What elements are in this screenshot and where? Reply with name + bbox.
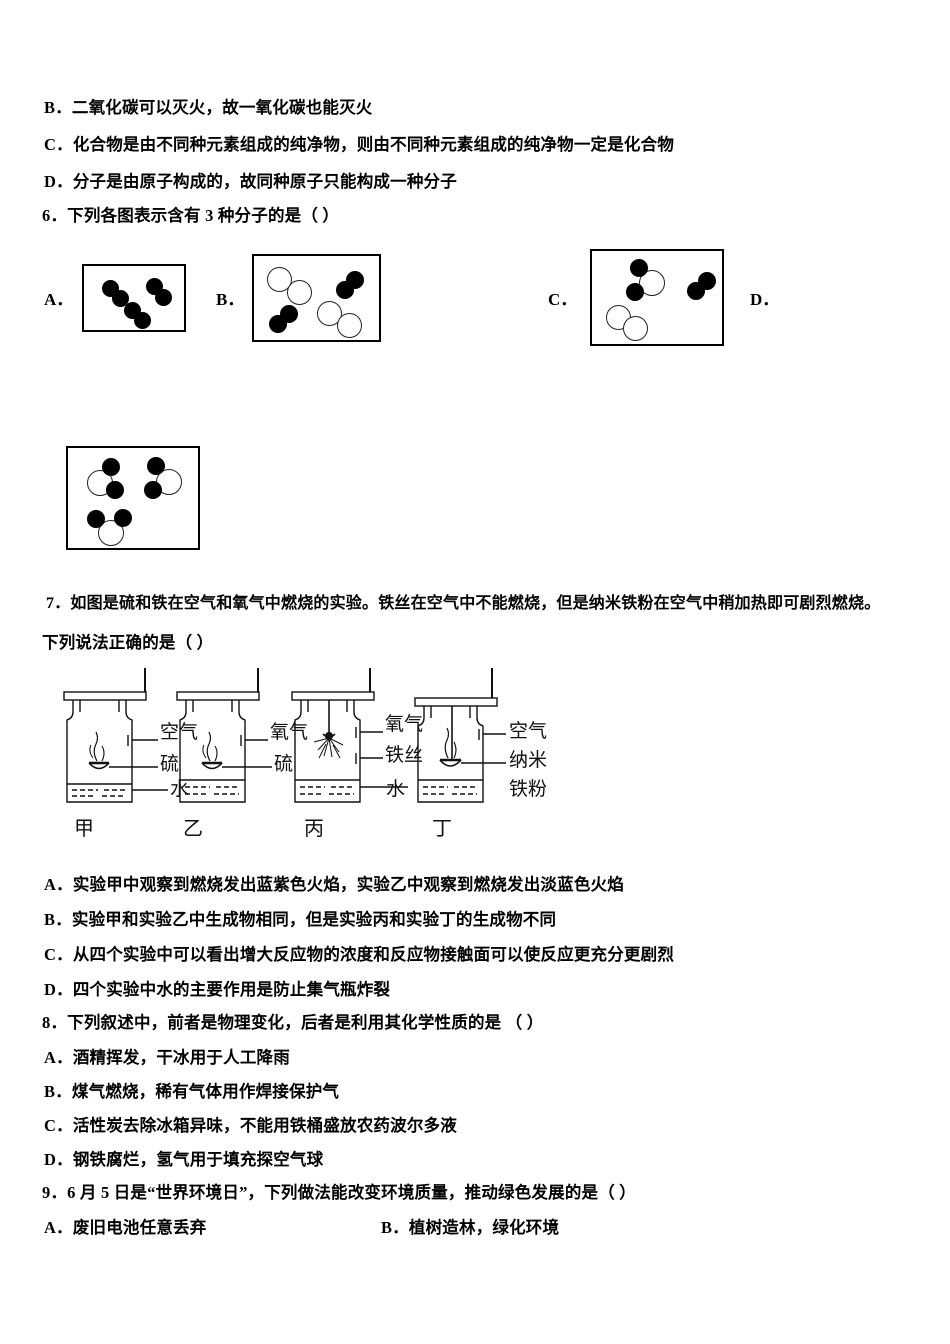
atom-light [287, 280, 312, 305]
q7-option-a: A．实验甲中观察到燃烧发出蓝紫色火焰，实验乙中观察到燃烧发出淡蓝色火焰 [44, 874, 624, 896]
apparatus-4-label-sample-2: 铁粉 [509, 778, 548, 800]
q8-option-b-label: B． [44, 1082, 72, 1101]
q5-option-b-label: B． [44, 98, 72, 117]
q9-stem: 9．6 月 5 日是“世界环境日”，下列做法能改变环境质量，推动绿色发展的是（ … [42, 1183, 636, 1202]
apparatus-4-label-sample-1: 纳米 [509, 749, 548, 771]
q6-molecule-box-b [252, 254, 381, 342]
q5-option-c-label: C． [44, 135, 73, 154]
q6-molecule-box-a [82, 264, 186, 332]
apparatus-3-label-sample: 铁丝 [385, 744, 424, 766]
atom-dark [106, 481, 124, 499]
apparatus-4-label-gas: 空气 [509, 720, 548, 742]
q7-stem-line1: 7．如图是硫和铁在空气和氧气中燃烧的实验。铁丝在空气中不能燃烧，但是纳米铁粉在空… [46, 595, 881, 612]
atom-dark [134, 312, 151, 329]
q5-option-c: C．化合物是由不同种元素组成的纯净物，则由不同种元素组成的纯净物一定是化合物 [44, 134, 674, 156]
q9-option-a-text: 废旧电池任意丢弃 [72, 1218, 207, 1237]
q8-option-a-label: A． [44, 1048, 73, 1067]
atom-dark [147, 457, 165, 475]
apparatus-1-label-water: 水 [170, 778, 190, 800]
atom-dark [114, 509, 132, 527]
atom-dark [269, 315, 287, 333]
q7-option-b: B．实验甲和实验乙中生成物相同，但是实验丙和实验丁的生成物不同 [44, 909, 556, 931]
atom-dark [87, 510, 105, 528]
q8-stem: 8．下列叙述中，前者是物理变化，后者是利用其化学性质的是 （ ） [42, 1013, 544, 1032]
q8-option-b: B．煤气燃烧，稀有气体用作焊接保护气 [44, 1081, 339, 1103]
q7-option-b-label: B． [44, 910, 72, 929]
apparatus-3-label-gas: 氧气 [385, 713, 424, 735]
q5-option-b-text: 二氧化碳可以灭火，故一氧化碳也能灭火 [71, 98, 373, 117]
apparatus-1-name: 甲 [74, 816, 94, 840]
q6-choice-d-letter: D． [750, 290, 780, 309]
q8-option-d-label: D． [44, 1150, 73, 1169]
apparatus-4-name: 丁 [432, 816, 452, 840]
q7-apparatus-diagram [40, 668, 560, 848]
atom-dark [336, 281, 354, 299]
q9-option-b: B．植树造林，绿化环境 [381, 1217, 559, 1239]
q5-option-b: B．二氧化碳可以灭火，故一氧化碳也能灭火 [44, 97, 373, 119]
q5-option-d-label: D． [44, 172, 73, 191]
atom-dark [687, 282, 705, 300]
atom-dark [630, 259, 648, 277]
q6-choice-c-letter: C． [548, 290, 578, 309]
q5-option-d-text: 分子是由原子构成的，故同种原子只能构成一种分子 [72, 172, 457, 191]
q6-choice-a-letter: A． [44, 290, 74, 309]
atom-light [337, 313, 362, 338]
q7-option-d-label: D． [44, 980, 73, 999]
q9-option-b-label: B． [381, 1218, 409, 1237]
atom-dark [112, 290, 129, 307]
atom-dark [102, 458, 120, 476]
q7-option-a-label: A． [44, 875, 73, 894]
q6-stem: 6．下列各图表示含有 3 种分子的是（ ） [42, 206, 340, 225]
q6-choice-b-letter: B． [216, 290, 245, 309]
q7-option-d: D．四个实验中水的主要作用是防止集气瓶炸裂 [44, 979, 390, 1001]
atom-dark [144, 481, 162, 499]
q8-option-c-label: C． [44, 1116, 73, 1135]
q8-option-c-text: 活性炭去除冰箱异味，不能用铁桶盛放农药波尔多液 [72, 1116, 457, 1135]
q7-option-c-text: 从四个实验中可以看出增大反应物的浓度和反应物接触面可以使反应更充分更剧烈 [72, 945, 675, 964]
apparatus-2-label-sample: 硫 [274, 753, 294, 775]
q6-molecule-box-d [66, 446, 200, 550]
q8-option-c: C．活性炭去除冰箱异味，不能用铁桶盛放农药波尔多液 [44, 1115, 457, 1137]
q9-option-a-label: A． [44, 1218, 73, 1237]
q7-option-a-text: 实验甲中观察到燃烧发出蓝紫色火焰，实验乙中观察到燃烧发出淡蓝色火焰 [72, 875, 624, 894]
q8-option-b-text: 煤气燃烧，稀有气体用作焊接保护气 [71, 1082, 340, 1101]
q7-option-b-text: 实验甲和实验乙中生成物相同，但是实验丙和实验丁的生成物不同 [71, 910, 557, 929]
q8-option-d: D．钢铁腐烂，氢气用于填充探空气球 [44, 1149, 323, 1171]
apparatus-2-name: 乙 [183, 816, 203, 840]
q8-option-a: A．酒精挥发，干冰用于人工降雨 [44, 1047, 290, 1069]
q9-option-b-text: 植树造林，绿化环境 [408, 1218, 560, 1237]
q9-option-a: A．废旧电池任意丢弃 [44, 1217, 206, 1239]
q7-option-c: C．从四个实验中可以看出增大反应物的浓度和反应物接触面可以使反应更充分更剧烈 [44, 944, 674, 966]
q5-option-c-text: 化合物是由不同种元素组成的纯净物，则由不同种元素组成的纯净物一定是化合物 [72, 135, 675, 154]
atom-light [317, 301, 342, 326]
apparatus-2-label-gas: 氧气 [270, 721, 309, 743]
q8-option-a-text: 酒精挥发，干冰用于人工降雨 [72, 1048, 290, 1067]
q8-option-d-text: 钢铁腐烂，氢气用于填充探空气球 [72, 1150, 324, 1169]
apparatus-1-label-sample: 硫 [160, 753, 180, 775]
q7-option-c-label: C． [44, 945, 73, 964]
q7-option-d-text: 四个实验中水的主要作用是防止集气瓶炸裂 [72, 980, 391, 999]
q7-stem-line2: 下列说法正确的是（ ） [42, 633, 214, 652]
apparatus-3-name: 丙 [304, 816, 324, 840]
apparatus-1-label-gas: 空气 [160, 721, 199, 743]
atom-light [623, 316, 648, 341]
q6-molecule-box-c [590, 249, 724, 346]
atom-dark [626, 283, 644, 301]
q5-option-d: D．分子是由原子构成的，故同种原子只能构成一种分子 [44, 171, 457, 193]
atom-dark [155, 289, 172, 306]
apparatus-3-label-water: 水 [386, 778, 406, 800]
